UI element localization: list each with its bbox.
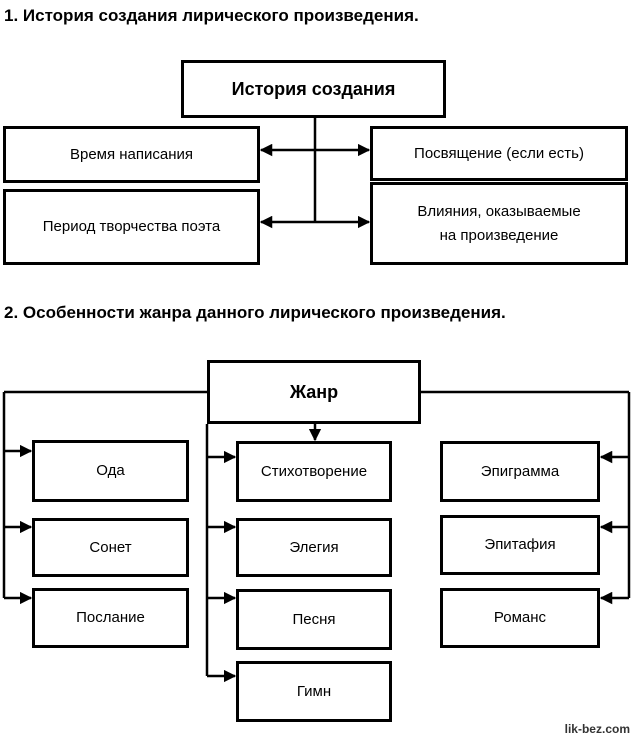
box-poslanie: Послание: [32, 588, 189, 648]
box-gimn: Гимн: [236, 661, 392, 722]
section-2-heading: 2. Особенности жанра данного лирического…: [4, 303, 506, 322]
box-creative-period: Период творчества поэта: [3, 189, 260, 265]
box-epigramma: Эпиграмма: [440, 441, 600, 502]
box-elegiya: Элегия: [236, 518, 392, 577]
box-influences: Влияния, оказываемые на произведение: [370, 182, 628, 265]
box-pesnya: Песня: [236, 589, 392, 650]
root-box-genre: Жанр: [207, 360, 421, 424]
box-stikhotvorenie: Стихотворение: [236, 441, 392, 502]
box-sonet: Сонет: [32, 518, 189, 577]
box-oda: Ода: [32, 440, 189, 502]
box-epitafiya: Эпитафия: [440, 515, 600, 575]
box-romans: Романс: [440, 588, 600, 648]
box-time-of-writing: Время написания: [3, 126, 260, 183]
root-box-history: История создания: [181, 60, 446, 118]
section-1-heading: 1. История создания лирического произвед…: [4, 6, 419, 25]
box-dedication: Посвящение (если есть): [370, 126, 628, 181]
watermark: lik-bez.com: [564, 722, 630, 736]
